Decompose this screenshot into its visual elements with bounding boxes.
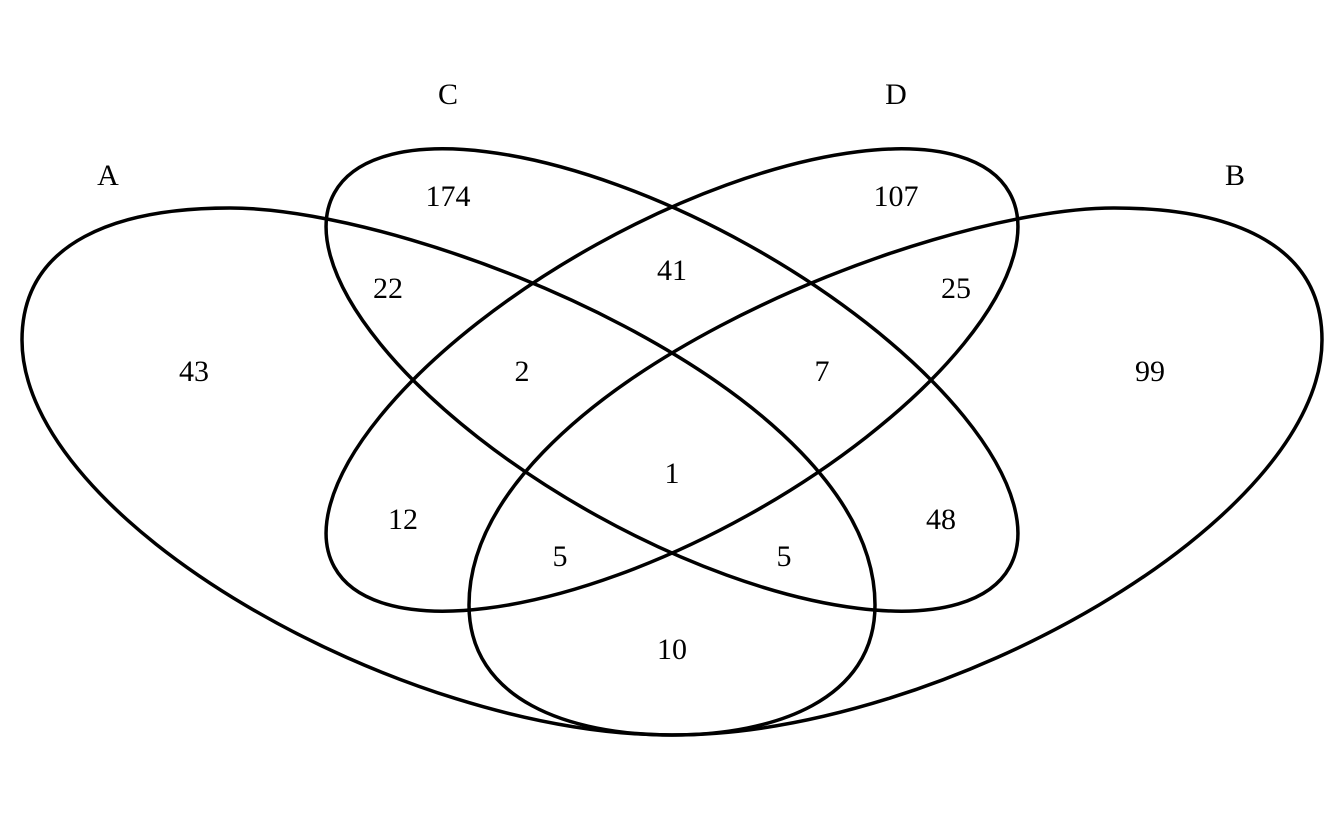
region-count-abd: 5 [553,540,568,573]
set-d-outline [324,147,1020,613]
region-count-bcd: 7 [815,355,830,388]
region-count-ad: 12 [388,503,418,536]
set-label-b: B [1225,159,1245,192]
region-count-c-only: 174 [426,180,471,213]
set-label-d: D [885,78,907,111]
region-count-bd: 25 [941,272,971,305]
region-count-abcd: 1 [665,457,680,490]
region-count-b-only: 99 [1135,355,1165,388]
set-label-c: C [438,78,458,111]
set-b-outline [467,206,1324,737]
region-count-ab: 10 [657,633,687,666]
region-count-abc: 5 [777,540,792,573]
region-count-cd: 41 [657,254,687,287]
region-count-d-only: 107 [874,180,919,213]
region-count-acd: 2 [515,355,530,388]
set-label-a: A [97,159,119,192]
set-a-outline [20,206,877,737]
region-count-ac: 22 [373,272,403,305]
region-count-bc: 48 [926,503,956,536]
set-c-outline [324,147,1020,613]
region-count-a-only: 43 [179,355,209,388]
